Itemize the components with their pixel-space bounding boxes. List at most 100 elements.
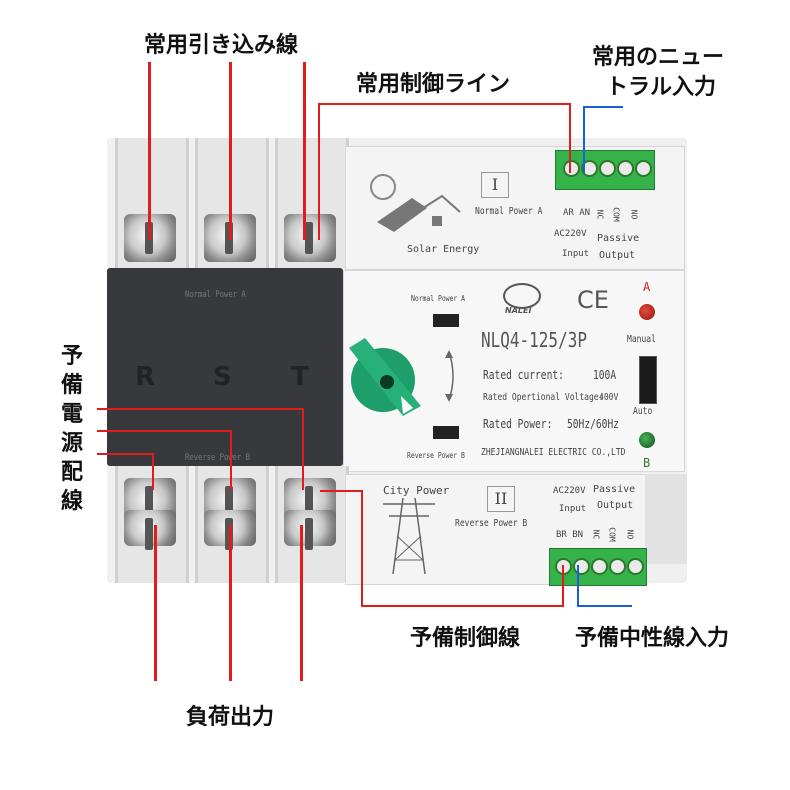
power-tower-icon bbox=[379, 496, 439, 576]
backup-control-line-h1 bbox=[320, 490, 362, 492]
bottom-terms: BR BN bbox=[556, 530, 584, 540]
label-normal-neutral-1: 常用のニュー bbox=[592, 44, 725, 70]
load-line-r bbox=[154, 525, 157, 681]
normal-neutral-line-v bbox=[583, 106, 585, 173]
backup-neutral-line-v bbox=[577, 565, 579, 607]
section-top-roman: I bbox=[481, 172, 509, 198]
bottom-nc: NC bbox=[591, 529, 601, 540]
rotate-arrow-icon bbox=[439, 348, 459, 404]
knob-top-label: Normal Power A bbox=[411, 294, 465, 303]
load-line-s bbox=[229, 525, 232, 681]
top-voltage: AC220V bbox=[554, 229, 587, 239]
top-terminal-4 bbox=[617, 160, 634, 177]
label-backup-power: 予 備 電 源 配 線 bbox=[60, 343, 83, 514]
solar-house-icon bbox=[372, 192, 462, 240]
label-normal-control-line: 常用制御ライン bbox=[356, 71, 511, 97]
rated-power-value: 50Hz/60Hz bbox=[567, 417, 620, 431]
normal-neutral-line-h bbox=[583, 106, 623, 108]
manual-label: Manual bbox=[627, 334, 656, 345]
rated-current-value: 100A bbox=[593, 368, 617, 382]
solar-label: Solar Energy bbox=[407, 244, 480, 255]
backup-neutral-line-h bbox=[577, 605, 632, 607]
incoming-line-t bbox=[303, 62, 306, 240]
indicator-slot-top bbox=[433, 314, 459, 327]
bottom-terminal-2 bbox=[573, 558, 590, 575]
rated-voltage-label: Rated Opertional Voltage: bbox=[483, 392, 604, 403]
normal-control-line-v1 bbox=[318, 103, 320, 240]
backup-line-s-h bbox=[97, 430, 232, 432]
label-backup-neutral: 予備中性線入力 bbox=[575, 625, 730, 651]
top-input: Input bbox=[562, 249, 590, 259]
company-name: ZHEJIANGNALEI ELECTRIC CO.,LTD bbox=[481, 447, 626, 458]
incoming-line-s bbox=[229, 62, 232, 240]
load-line-t bbox=[300, 525, 303, 681]
auto-label: Auto bbox=[633, 406, 653, 417]
top-terminal-1 bbox=[563, 160, 580, 177]
backup-line-t-v bbox=[302, 408, 304, 490]
label-load-output: 負荷出力 bbox=[186, 704, 275, 730]
section-bottom-roman: II bbox=[487, 486, 515, 512]
incoming-line-r bbox=[148, 62, 151, 240]
top-passive: Passive bbox=[597, 233, 640, 244]
bottom-com: COM bbox=[607, 527, 617, 542]
backup-control-line-v1 bbox=[361, 490, 363, 607]
rated-power-label: Rated Power: bbox=[483, 417, 553, 431]
ce-mark: CE bbox=[577, 286, 609, 314]
bottom-passive: Passive bbox=[593, 484, 636, 495]
bottom-terminal-5 bbox=[627, 558, 644, 575]
indicator-b-label: B bbox=[643, 456, 651, 470]
label-normal-incoming: 常用引き込み線 bbox=[144, 32, 299, 58]
top-output: Output bbox=[599, 250, 636, 261]
sun-icon bbox=[370, 174, 396, 200]
section-top-name: Normal Power A bbox=[475, 206, 543, 217]
green-lamp-icon bbox=[639, 432, 655, 448]
indicator-slot-bottom bbox=[433, 426, 459, 439]
bottom-lug-t-2 bbox=[284, 510, 336, 550]
normal-control-line-h bbox=[318, 103, 570, 105]
knob-bottom-label: Reverse Power B bbox=[407, 451, 465, 460]
bottom-input: Input bbox=[559, 504, 587, 514]
left-reverse-label: Reverse Power B bbox=[185, 453, 251, 463]
bottom-output: Output bbox=[597, 500, 634, 511]
backup-line-r-v bbox=[152, 453, 154, 490]
top-com: COM bbox=[611, 207, 621, 222]
brand-logo-icon bbox=[503, 283, 541, 309]
top-terms: AR AN bbox=[563, 208, 591, 218]
red-lamp-icon bbox=[639, 304, 655, 320]
city-power-label: City Power bbox=[383, 484, 450, 497]
top-nc: NC bbox=[595, 209, 605, 220]
backup-line-r-h bbox=[97, 453, 154, 455]
label-normal-neutral-2: トラル入力 bbox=[606, 74, 717, 100]
rated-voltage-value: 400V bbox=[599, 392, 619, 403]
left-normal-label: Normal Power A bbox=[185, 290, 246, 300]
bottom-no: NO bbox=[625, 529, 635, 540]
manual-auto-switch[interactable] bbox=[639, 356, 657, 404]
top-terminal-2 bbox=[581, 160, 598, 177]
section-bottom-name: Reverse Power B bbox=[455, 518, 528, 529]
top-no: NO bbox=[629, 209, 639, 220]
indicator-a-label: A bbox=[643, 280, 651, 294]
backup-control-line-h2 bbox=[361, 605, 564, 607]
bottom-lug-r-2 bbox=[124, 510, 176, 550]
top-terminal-5 bbox=[635, 160, 652, 177]
rotary-knob[interactable] bbox=[343, 334, 429, 420]
bottom-terminal-4 bbox=[609, 558, 626, 575]
rated-current-label: Rated current: bbox=[483, 368, 564, 382]
normal-control-line-v2 bbox=[569, 103, 571, 173]
model-number: NLQ4-125/3P bbox=[481, 328, 587, 352]
switch-device: Solar Energy I Normal Power A AR AN NC C… bbox=[107, 138, 687, 586]
top-terminal-3 bbox=[599, 160, 616, 177]
backup-line-s-v bbox=[230, 430, 232, 490]
top-lug-t bbox=[284, 214, 336, 262]
backup-line-t-h bbox=[97, 408, 304, 410]
phase-s: S bbox=[213, 362, 232, 392]
label-backup-control: 予備制御線 bbox=[410, 625, 521, 651]
bottom-terminal-3 bbox=[591, 558, 608, 575]
brand-name: NALEI bbox=[505, 306, 532, 315]
phase-t: T bbox=[291, 362, 309, 392]
phase-r: R bbox=[135, 362, 156, 392]
lower-panel bbox=[345, 474, 647, 585]
side-ledge bbox=[645, 474, 687, 564]
backup-control-line-v2 bbox=[562, 565, 564, 607]
bottom-voltage: AC220V bbox=[553, 486, 586, 496]
